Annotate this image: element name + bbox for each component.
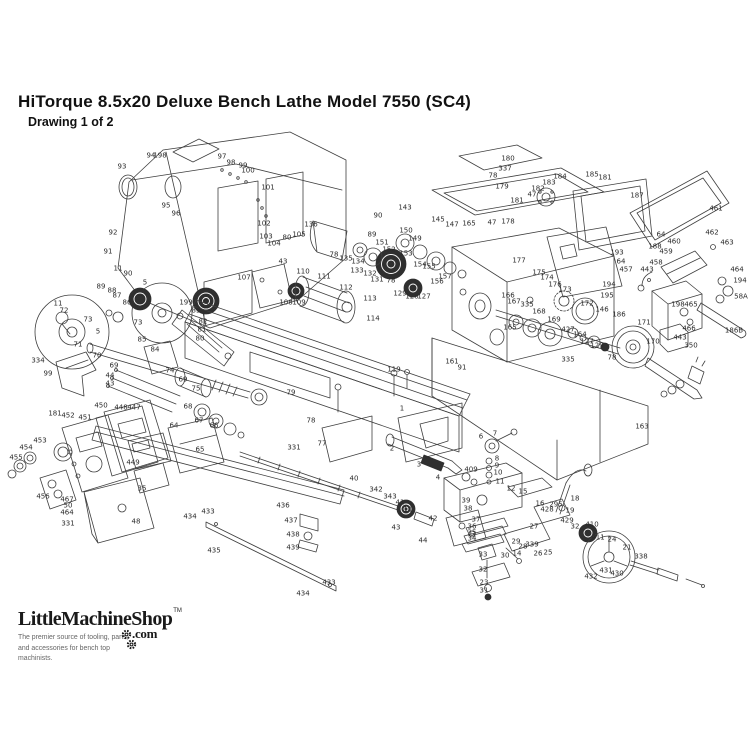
way-cover-rails-drawing <box>92 426 344 504</box>
motor-drive-drawing <box>252 221 466 323</box>
drawing-header: HiTorque 8.5x20 Deluxe Bench Lathe Model… <box>18 92 471 129</box>
control-pendant-drawing <box>638 272 702 352</box>
chuck-discs-drawing <box>35 283 267 405</box>
logo-dotcom-text: .com <box>132 626 158 641</box>
logo-tagline-line1: The premier source of tooling, parts, <box>18 634 129 641</box>
drawing-number: Drawing 1 of 2 <box>28 115 114 129</box>
lathe-bed-drawing <box>185 300 470 462</box>
display-panel-drawing <box>630 171 729 283</box>
feed-gearbox-drawing <box>107 368 245 473</box>
handwheel-drawing <box>583 531 705 588</box>
logo-brand-text: LittleMachineShop <box>18 608 173 630</box>
gear-icon <box>121 629 132 639</box>
headstock-drawing <box>432 145 652 362</box>
splash-guard-drawing <box>432 338 648 480</box>
page-title: HiTorque 8.5x20 Deluxe Bench Lathe Model… <box>18 92 471 111</box>
logo-tagline: The premier source of tooling, parts, an… <box>18 633 138 665</box>
stand-cabinet-drawing <box>118 132 346 328</box>
leadscrew-rack-drawing <box>206 452 486 591</box>
logo-dotcom-row: .com <box>121 626 157 642</box>
tailstock-apron-drawing <box>386 429 597 600</box>
banjo-bracket-drawing <box>144 310 234 374</box>
control-panel-plates-drawing <box>8 352 171 543</box>
littlemachineshop-logo: LittleMachineShop TM .com The premier so… <box>18 608 182 665</box>
gear-icon <box>126 639 137 650</box>
spindle-gears-drawing <box>496 277 746 399</box>
logo-tagline-line2: and accessories for bench top machinists… <box>18 644 110 663</box>
logo-trademark: TM <box>173 608 182 614</box>
